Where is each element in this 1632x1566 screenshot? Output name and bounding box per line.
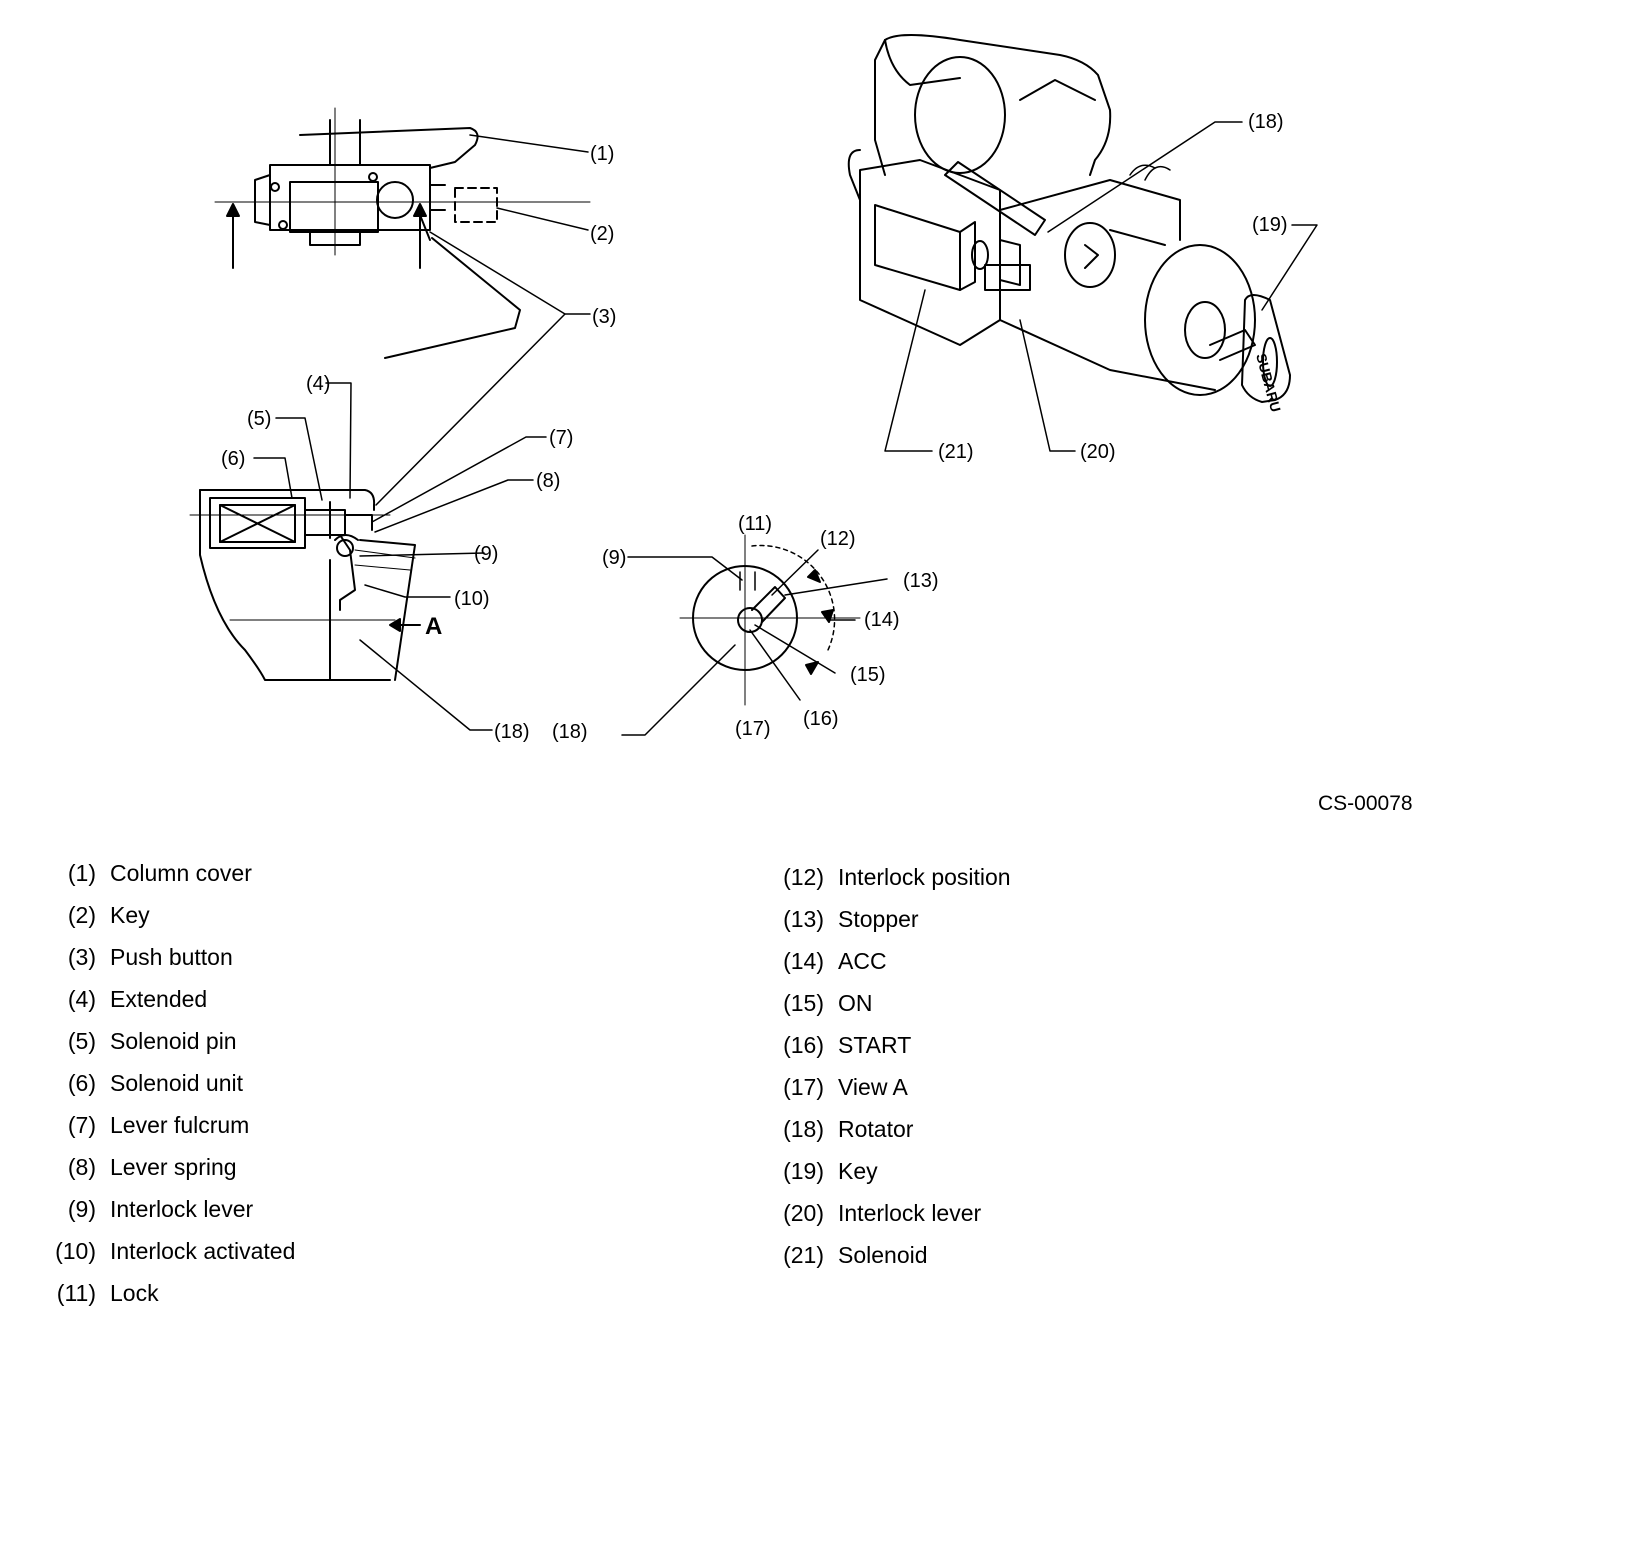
legend-text: ON	[838, 990, 873, 1016]
legend-text: Key	[110, 902, 150, 928]
callout-7: (7)	[549, 427, 573, 449]
legend-number: (13)	[783, 906, 824, 932]
column-top-view	[214, 107, 591, 359]
legend-number: (5)	[67, 1028, 96, 1054]
legend-text: View A	[838, 1074, 908, 1100]
callout-18-rotator: (18)	[552, 721, 588, 743]
legend-text: Interlock activated	[110, 1238, 296, 1264]
callout-14: (14)	[864, 609, 900, 631]
legend-text: Interlock position	[838, 864, 1011, 890]
figure-code: CS-00078	[1318, 792, 1413, 815]
callout-5: (5)	[247, 408, 271, 430]
callout-9-rotator: (9)	[602, 547, 626, 569]
legend-text: Solenoid pin	[110, 1028, 237, 1054]
legend-number: (18)	[783, 1116, 824, 1142]
callout-4: (4)	[306, 373, 330, 395]
legend-number: (12)	[783, 864, 824, 890]
callout-9: (9)	[474, 543, 498, 565]
legend-text: Lock	[110, 1280, 159, 1306]
callout-13: (13)	[903, 570, 939, 592]
legend-text: Interlock lever	[110, 1196, 254, 1222]
callout-18-left: (18)	[494, 721, 530, 743]
callout-17: (17)	[735, 718, 771, 740]
callout-19: (19)	[1252, 214, 1288, 236]
legend-number: (17)	[783, 1074, 824, 1100]
legend-number: (9)	[67, 1196, 96, 1222]
legend-text: Lever fulcrum	[110, 1112, 250, 1138]
legend-number: (3)	[67, 944, 96, 970]
legend-number: (8)	[67, 1154, 96, 1180]
rotator-view	[679, 534, 861, 706]
legend-number: (11)	[56, 1280, 96, 1306]
callout-2: (2)	[590, 223, 614, 245]
callout-18-switch: (18)	[1248, 111, 1284, 133]
view-a-marker: A	[425, 613, 442, 640]
legend-text: Solenoid	[838, 1242, 928, 1268]
callout-10: (10)	[454, 588, 490, 610]
legend-number: (19)	[783, 1158, 824, 1184]
callout-6: (6)	[221, 448, 245, 470]
legend-text: Stopper	[838, 906, 919, 932]
callout-3: (3)	[592, 306, 616, 328]
key-brand-text: SUBARU	[1253, 352, 1284, 414]
callout-21: (21)	[938, 441, 974, 463]
ignition-switch-perspective	[847, 34, 1291, 403]
callout-15: (15)	[850, 664, 886, 686]
legend-text: Push button	[110, 944, 233, 970]
legend-number: (7)	[67, 1112, 96, 1138]
legend-text: Interlock lever	[838, 1200, 982, 1226]
legend-text: Solenoid unit	[110, 1070, 243, 1096]
callout-20: (20)	[1080, 441, 1116, 463]
solenoid-section	[189, 489, 416, 681]
diagram-figure: SUBARU (1) (2) (3) (4) (5) (6) (7) (8) (…	[189, 34, 1318, 743]
callout-8: (8)	[536, 470, 560, 492]
legend-text: Column cover	[110, 860, 252, 886]
callout-12: (12)	[820, 528, 856, 550]
callout-11: (11)	[738, 513, 772, 535]
legend-number: (16)	[783, 1032, 824, 1058]
legend-number: (1)	[67, 860, 96, 886]
legend-number: (15)	[783, 990, 824, 1016]
legend-number: (21)	[783, 1242, 824, 1268]
legend-number: (14)	[783, 948, 824, 974]
legend-text: START	[838, 1032, 912, 1058]
legend-text: Extended	[110, 986, 208, 1012]
legend-text: Lever spring	[110, 1154, 237, 1180]
legend-text: Key	[838, 1158, 878, 1184]
legend-number: (2)	[67, 902, 96, 928]
diagram-svg: SUBARU (1) (2) (3) (4) (5) (6) (7) (8) (…	[189, 34, 1318, 743]
legend-number: (20)	[783, 1200, 824, 1226]
legend-text: ACC	[838, 948, 887, 974]
legend-number: (10)	[55, 1238, 96, 1264]
legend-number: (6)	[67, 1070, 96, 1096]
legend-text: Rotator	[838, 1116, 914, 1142]
legend-number: (4)	[67, 986, 96, 1012]
callout-1: (1)	[590, 143, 614, 165]
callout-16: (16)	[803, 708, 839, 730]
